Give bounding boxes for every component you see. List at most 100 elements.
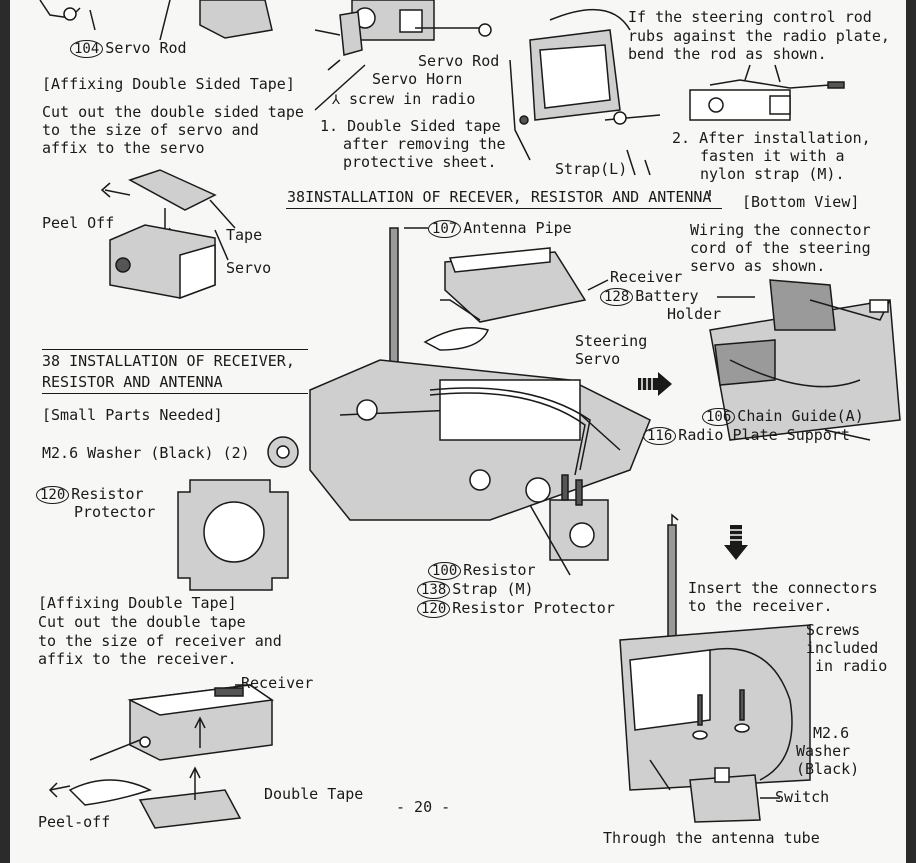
steer-line: If the steering control rod [628, 8, 872, 26]
steer-line: rubs against the radio plate, [628, 27, 890, 45]
label-text: Radio Plate Support [678, 426, 850, 444]
peel-off-label-2: Peel-off [38, 813, 111, 831]
steering-servo-label-2: Servo [575, 350, 621, 368]
washer2-line: Washer [796, 742, 851, 760]
heading-underline [286, 208, 722, 209]
washer2-line: (Black) [796, 760, 860, 778]
wiring-line: Wiring the connector [690, 221, 871, 239]
part-number: 116 [643, 427, 677, 445]
receiver-bottom-label: Receiver [241, 674, 314, 692]
part-number: 107 [428, 220, 462, 238]
heading-overline [42, 349, 308, 350]
label-text: Strap (M) [452, 580, 534, 598]
tape-label: Tape [226, 226, 263, 244]
affix-ds-line: Cut out the double sided tape [42, 103, 304, 121]
step2-line: nylon strap (M). [700, 165, 845, 183]
label-text: Resistor [463, 561, 536, 579]
affix-ds-line: affix to the servo [42, 139, 205, 157]
part-number: 104 [70, 40, 104, 58]
screws-line: in radio [815, 657, 888, 675]
switch-assembly-illustration [619, 513, 811, 823]
label-text: Antenna Pipe [463, 219, 572, 237]
part-number: 138 [417, 581, 451, 599]
double-tape-label: Double Tape [264, 785, 364, 803]
leader-lines [235, 190, 871, 799]
peel-off-label: Peel Off [42, 214, 115, 232]
servo-horn-illustration [314, 0, 492, 111]
section-heading-right: 38INSTALLATION OF RECEVER, RESISTOR AND … [287, 188, 711, 206]
step1-line: 1. Double Sided tape [320, 117, 501, 135]
switch-label: Switch [775, 788, 830, 806]
washer-label: M2.6 Washer (Black) (2) [42, 444, 250, 462]
screws-line: included [806, 639, 879, 657]
screws-line: Screws [806, 621, 861, 639]
label-text: Chain Guide(A) [737, 407, 864, 425]
affix-dt-title: [Affixing Double Tape] [38, 594, 237, 612]
receiver-tape-illustration [48, 684, 275, 829]
heading-underline [42, 393, 308, 394]
resistor-protector-illustration [177, 479, 289, 591]
illustrations [39, 0, 901, 829]
servo-horn-label: Servo Horn [372, 70, 463, 88]
step1-line: after removing the [343, 135, 506, 153]
arrow-down-icon [724, 525, 748, 560]
affix-dt-line: affix to the receiver. [38, 650, 237, 668]
section-heading-left-2: RESISTOR AND ANTENNA [42, 373, 223, 391]
antenna-tube-label: Through the antenna tube [603, 829, 820, 847]
steer-line: bend the rod as shown. [628, 45, 827, 63]
washer-icon [267, 436, 299, 468]
affix-ds-title: [Affixing Double Sided Tape] [42, 75, 295, 93]
wiring-line: cord of the steering [690, 239, 871, 257]
washer2-line: M2.6 [813, 724, 850, 742]
label-text: Resistor [71, 485, 144, 503]
small-parts-label: [Small Parts Needed] [42, 406, 223, 424]
label-text: Resistor Protector [452, 599, 615, 617]
label-text: screw in radio [348, 90, 476, 108]
servo-rod-top-label: Servo Rod [418, 52, 500, 70]
affix-dt-line: Cut out the double tape [38, 613, 246, 631]
receiver-label: Receiver [610, 268, 683, 286]
step2-line: fasten it with a [700, 147, 845, 165]
label-text: Battery [635, 287, 699, 305]
battery-holder-label-2: Holder [667, 305, 722, 323]
part-number: 100 [428, 562, 462, 580]
steering-servo-label: Steering [575, 332, 648, 350]
affix-ds-line: to the size of servo and [42, 121, 259, 139]
label-text: Servo Rod [105, 39, 187, 57]
part-number: 128 [600, 288, 634, 306]
receiver-chassis-illustration [309, 227, 651, 576]
insert-line: Insert the connectors [688, 579, 878, 597]
servo-label: Servo [226, 259, 272, 277]
label-text: INSTALLATION OF RECEVER, RESISTOR AND AN… [305, 188, 712, 206]
bottom-view-label: [Bottom View] [742, 193, 860, 211]
part-number: 106 [702, 408, 736, 426]
arrow-right-icon [638, 372, 672, 396]
affix-dt-line: to the size of receiver and [38, 632, 282, 650]
strap-l-label: Strap(L) [555, 160, 628, 178]
part-number: 120 [417, 600, 451, 618]
servo-rod-illustration [39, 0, 273, 41]
step2-line: 2. After installation, [672, 129, 871, 147]
tape-servo-illustration [100, 169, 236, 300]
screw-label: ⅄ screw in radio [332, 90, 476, 108]
page-number: - 20 - [396, 798, 451, 816]
part-number: 120 [36, 486, 70, 504]
bottom-view-illustration [709, 279, 901, 441]
insert-line: to the receiver. [688, 597, 833, 615]
section-number: 38 [287, 188, 306, 206]
step1-line: protective sheet. [343, 153, 497, 171]
steering-servo-illustration [509, 8, 661, 176]
section-heading-left: 38 INSTALLATION OF RECEIVER, [42, 352, 295, 370]
wiring-line: servo as shown. [690, 257, 826, 275]
bent-rod-diagram [689, 64, 845, 121]
